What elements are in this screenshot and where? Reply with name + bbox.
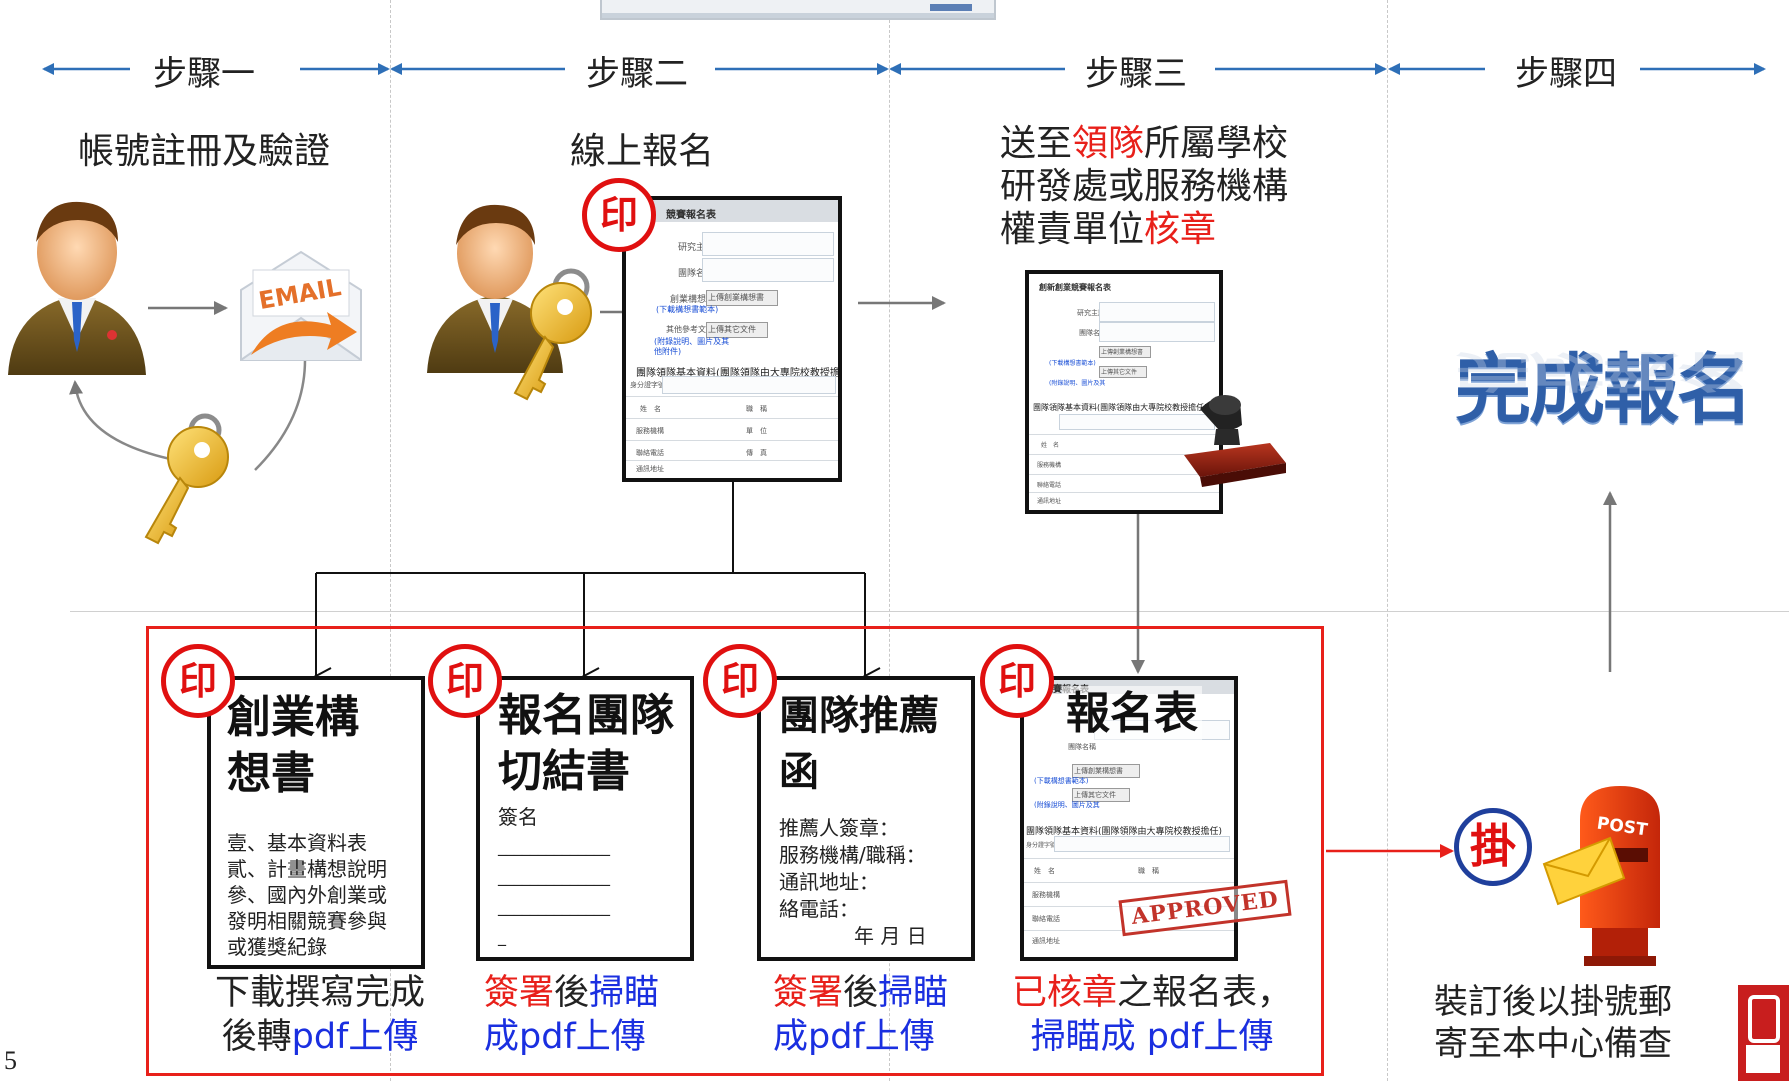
team-affidavit-document: 報名團隊 切結書 簽名 ______________ _____________… [476, 676, 694, 961]
recommendation-letter-document: 團隊推薦 函 推薦人簽章： 服務機構/職稱： 通訊地址： 絡電話： 年 月 日 [757, 676, 975, 961]
school-form-thumbnail: 創新創業競賽報名表 研究主題 團隊名稱 上傳創業構想書 (下載構想書範本) 上傳… [1025, 270, 1223, 514]
approved-registration-form: 競賽報名表 團隊名稱 上傳創業構想書 (下載構想書範本) 上傳其它文件 (附錄說… [1020, 676, 1292, 961]
page-number: 5 [4, 1046, 17, 1075]
key-icon [144, 413, 229, 545]
step-three-title: 送至領隊所屬學校 研發處或服務機構 權責單位核章 [1000, 123, 1289, 250]
step-four-label: 步驟四 [1505, 46, 1627, 95]
step-one-label: 步驟一 [143, 46, 265, 95]
complete-registration-label: 完成報名 [1455, 345, 1753, 434]
return-arrow [254, 359, 307, 471]
caption-recommendation: 簽署後掃瞄 成pdf上傳 [773, 973, 949, 1057]
step-three-label: 步驟三 [1075, 46, 1197, 95]
complete-reflection: 完成報名 [1455, 346, 1751, 396]
online-form-thumbnail: 競賽報名表 研究主題 團隊名稱 創業構想書 上傳創業構想書 (下載構想書範本) … [622, 196, 842, 482]
document-tree [316, 478, 865, 676]
seal-stamp-icon: 印 [703, 644, 777, 718]
business-plan-document: 創業構 想書 壹、基本資料表 貳、計畫構想說明 參、國內外創業或 發明相關競賽參… [207, 676, 425, 969]
caption-business-plan: 下載撰寫完成 後轉pdf上傳 [215, 973, 426, 1057]
organization-logo [1738, 985, 1789, 1081]
screenshot-thumbnail [600, 0, 996, 20]
step-divider [1387, 0, 1388, 1081]
user-icon [8, 201, 146, 375]
seal-stamp-icon: 印 [582, 178, 656, 252]
caption-affidavit: 簽署後掃瞄 成pdf上傳 [484, 973, 660, 1057]
step-two-title: 線上報名 [570, 131, 715, 172]
return-arrow [69, 380, 176, 462]
seal-stamp-icon: 印 [980, 644, 1054, 718]
user-key-icon [427, 204, 592, 401]
registered-mail-icon: 掛 [1454, 808, 1532, 886]
rubber-stamp-icon [1184, 395, 1286, 487]
seal-stamp-icon: 印 [428, 644, 502, 718]
section-divider [70, 611, 1789, 612]
step-one-title: 帳號註冊及驗證 [78, 131, 331, 172]
email-icon: EMAIL [240, 250, 362, 361]
required-documents-box [146, 626, 1324, 1076]
postbox-icon: POST [1542, 786, 1660, 966]
caption-approved-form: 已核章之報名表， 掃瞄成 pdf上傳 [1012, 973, 1293, 1057]
seal-stamp-icon: 印 [161, 644, 235, 718]
step-divider [390, 0, 391, 1081]
step-two-label: 步驟二 [576, 46, 698, 95]
mail-caption: 裝訂後以掛號郵 寄至本中心備查 [1434, 982, 1672, 1064]
step-divider [889, 0, 890, 1081]
